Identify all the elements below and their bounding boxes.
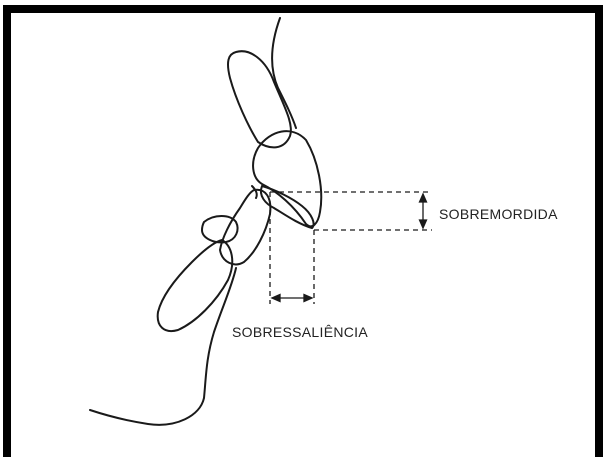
lower-incisor <box>220 190 270 265</box>
upper-incisor-root <box>228 51 291 147</box>
overjet-arrow <box>272 295 312 302</box>
upper-lip-contour <box>272 18 296 128</box>
overbite-label: SOBREMORDIDA <box>439 206 558 222</box>
lower-lip-contour <box>90 268 236 425</box>
overbite-arrow <box>420 194 427 228</box>
overjet-label: SOBRESSALIÊNCIA <box>232 324 368 340</box>
